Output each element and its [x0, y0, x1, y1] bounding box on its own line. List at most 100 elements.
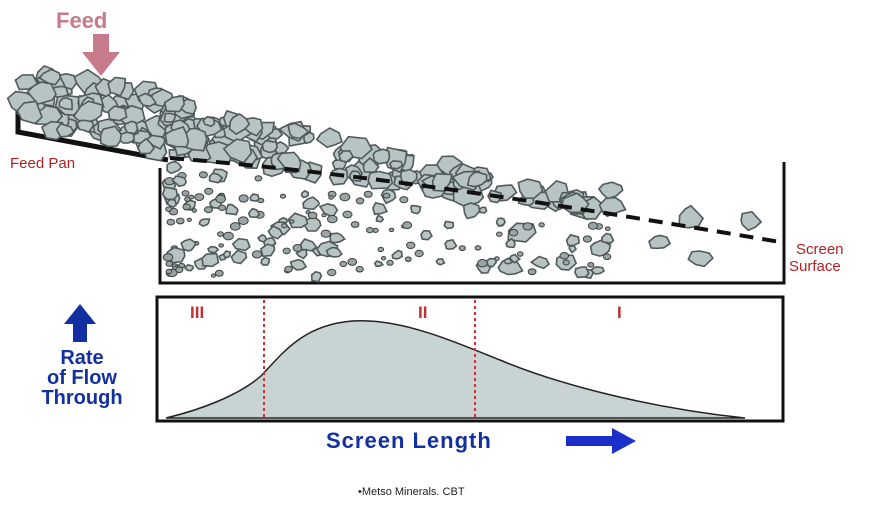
rock: [462, 202, 481, 220]
fine-particle: [229, 222, 241, 231]
rock: [55, 122, 75, 138]
rock: [230, 249, 248, 265]
fine-particle: [204, 187, 214, 195]
fine-particle: [382, 192, 391, 199]
rock: [388, 159, 404, 170]
rock: [207, 245, 220, 254]
rock: [295, 248, 308, 260]
screen-box: [158, 162, 786, 285]
fine-particle: [377, 246, 385, 253]
fine-particle: [191, 208, 198, 213]
rock: [302, 196, 321, 210]
fine-particle: [165, 268, 173, 274]
fine-particle: [194, 193, 205, 202]
fine-particle: [281, 223, 288, 229]
rock: [163, 94, 186, 113]
rock: [259, 243, 276, 258]
fine-particle: [218, 204, 227, 212]
fine-particle: [386, 259, 394, 266]
fine-particle: [339, 260, 348, 268]
rock: [372, 201, 389, 216]
fine-particle: [327, 268, 337, 277]
rock: [495, 217, 507, 228]
rock: [740, 210, 763, 232]
fine-particle: [404, 256, 412, 263]
rock: [466, 171, 488, 188]
rock: [597, 181, 624, 200]
rock: [166, 160, 183, 175]
fine-particle: [517, 251, 524, 257]
fine-particle: [342, 210, 353, 219]
rock: [107, 76, 127, 97]
credit-text: •Metso Minerals. CBT: [358, 486, 465, 498]
fine-particle: [217, 231, 224, 237]
fine-particle: [366, 227, 374, 234]
fine-particle: [363, 190, 373, 198]
fine-particle: [284, 265, 293, 273]
fine-particle: [458, 245, 466, 252]
fine-particle: [582, 235, 593, 243]
fine-particle: [307, 211, 318, 220]
rock: [137, 92, 158, 108]
rate-label-1: Rate: [60, 347, 103, 369]
arrow-up-icon: [64, 304, 96, 342]
rate-label-3: Through: [41, 387, 122, 409]
screen-surface-line: [169, 156, 781, 244]
feed-pan-label: Feed Pan: [10, 155, 75, 172]
fine-particle: [254, 175, 263, 182]
fine-particle: [527, 268, 537, 276]
screen-surface-label-2: Surface: [789, 258, 841, 275]
rock: [299, 238, 318, 252]
fine-particle: [402, 221, 413, 230]
fine-particle: [508, 228, 519, 237]
fine-particle: [604, 226, 611, 231]
rock: [478, 206, 488, 214]
rock: [287, 212, 309, 229]
rock: [303, 131, 315, 145]
rock: [508, 253, 522, 264]
rock: [201, 252, 220, 268]
fine-particle: [339, 192, 351, 202]
rock: [648, 234, 672, 250]
rock: [568, 244, 578, 254]
fine-particle: [496, 231, 503, 237]
rock: [289, 258, 308, 271]
rock: [14, 74, 39, 91]
fine-particle: [176, 217, 185, 225]
rock: [338, 149, 355, 163]
rock: [444, 239, 458, 251]
fine-particle: [198, 171, 208, 179]
rock: [502, 257, 513, 265]
rock: [184, 264, 195, 272]
rock: [529, 255, 551, 270]
rock: [574, 266, 590, 279]
fine-particle: [188, 194, 195, 200]
fine-particle: [587, 221, 598, 230]
rock: [249, 193, 260, 203]
fine-particle: [289, 219, 295, 224]
arrow-right-icon: [566, 428, 636, 454]
rock: [180, 238, 197, 252]
rock: [171, 175, 188, 188]
rock: [164, 126, 190, 148]
rock: [222, 250, 232, 259]
fine-particle: [587, 262, 595, 268]
rock: [287, 122, 310, 140]
rock: [517, 178, 544, 200]
fine-particle: [380, 256, 387, 261]
feed-label: Feed: [56, 8, 107, 33]
rock: [420, 230, 433, 241]
rock: [505, 237, 516, 249]
rock: [565, 233, 581, 247]
rock: [315, 127, 343, 149]
fine-particle: [474, 245, 482, 251]
fine-particle: [214, 269, 224, 277]
rock: [257, 233, 268, 243]
flow-curve: [165, 319, 746, 419]
fine-particle: [162, 253, 174, 262]
rock: [231, 237, 251, 252]
rock: [431, 172, 454, 193]
fine-particle: [218, 243, 224, 248]
rock: [300, 189, 310, 199]
rate-label-2: of Flow: [47, 367, 117, 389]
